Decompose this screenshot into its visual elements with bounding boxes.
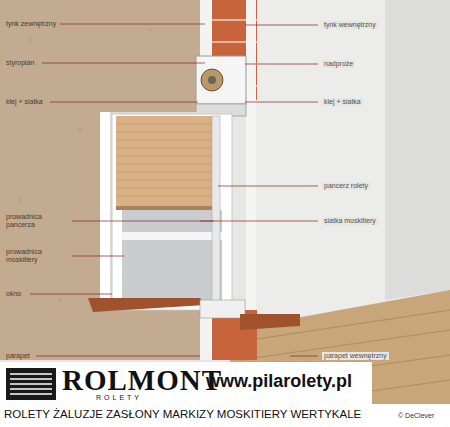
part-label: tynk wewnętrzny [322,21,378,29]
inner-plaster [246,0,256,360]
part-label: siatka moskitiery [322,217,378,225]
part-label: prowadnica pancerza [4,213,72,229]
website-url: www.pilarolety.pl [206,370,352,392]
part-label: klej + siatka [4,98,45,106]
watermark: © DeClever [398,412,434,420]
roller-shutter [116,116,220,208]
part-label: parapet wewnętrzny [322,352,389,360]
part-label: okno [4,290,23,298]
window-frame [112,114,232,310]
part-label: parapet [4,352,32,360]
part-label: styropian [4,59,36,67]
part-label: klej + siatka [322,98,363,106]
shutter-end-slat [116,206,220,210]
shutter-guide [212,116,220,310]
glass [122,210,222,300]
part-label: nadproże [322,60,355,68]
shutter-slats [116,124,220,196]
part-label: tynk zewnętrzny [4,20,58,28]
banner-strip [0,404,450,427]
frame-bottom [200,300,245,318]
reveal [100,112,110,310]
logo-icon [6,368,56,400]
part-label: pancerz rolety [322,182,370,190]
mosquito-bar [122,232,222,240]
external-sill [88,298,205,312]
part-label: prowadnica moskitiery [4,248,72,264]
roll-axle [208,76,216,84]
banner-panel [0,362,372,406]
inner-wall [255,0,450,330]
internal-sill [240,314,300,330]
shutter-roll [201,69,223,91]
leader-lines [30,24,318,356]
corner-wall [385,0,450,300]
brand-subtitle: ROLETY [96,394,142,402]
brand-name: ROLMONT [62,365,222,395]
product-list: ROLETY ŻALUZJE ZASŁONY MARKIZY MOSKITIER… [4,407,361,422]
